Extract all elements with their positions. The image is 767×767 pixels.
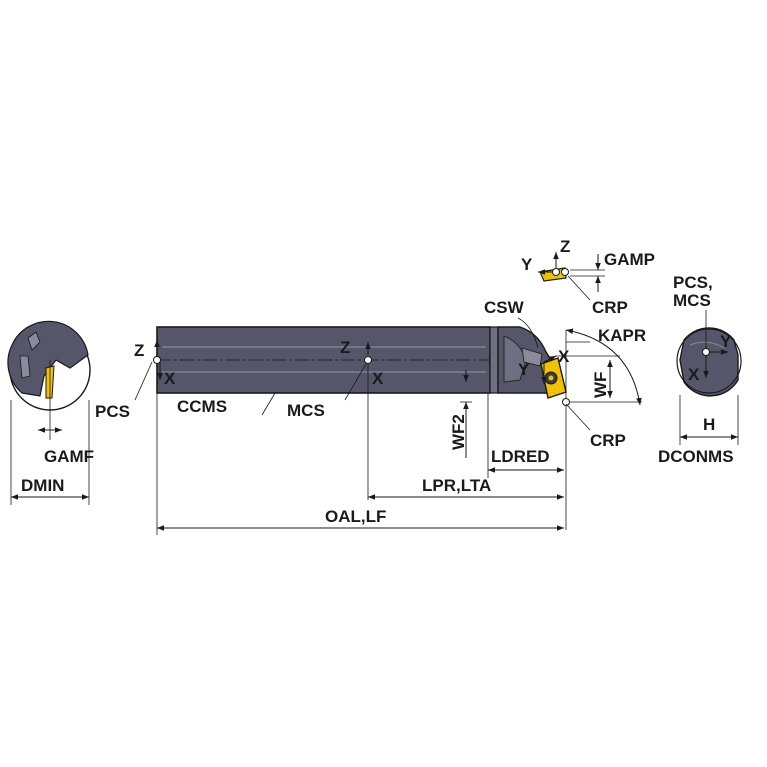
- crp-bottom-label: CRP: [590, 431, 626, 450]
- pcs-mcs-label-2: MCS: [673, 291, 711, 310]
- y-top-label: Y: [521, 255, 533, 274]
- z-left-label: Z: [134, 341, 144, 360]
- coordinate-markers: [134, 340, 372, 500]
- insert-end-detail: [538, 252, 605, 301]
- dconms-label: DCONMS: [658, 447, 734, 466]
- pcs-label: PCS: [95, 402, 130, 421]
- ldred-label: LDRED: [491, 447, 550, 466]
- mcs-label: MCS: [287, 401, 325, 420]
- y-end-label: Y: [720, 332, 732, 351]
- insert-top-view: [540, 357, 567, 399]
- x-left-label: X: [164, 369, 176, 388]
- right-end-view: [676, 310, 742, 445]
- gamf-label: GAMF: [44, 447, 94, 466]
- oal-lf-label: OAL,LF: [325, 507, 386, 526]
- h-label: H: [703, 415, 715, 434]
- left-end-view: [7, 320, 91, 505]
- lpr-lta-label: LPR,LTA: [422, 476, 491, 495]
- head-annotations: [517, 317, 642, 530]
- wf2-label: WF2: [449, 414, 468, 450]
- dimension-lines: [156, 370, 564, 535]
- kapr-label: KAPR: [598, 326, 646, 345]
- x-head-label: X: [558, 347, 570, 366]
- gamp-label: GAMP: [604, 250, 655, 269]
- dmin-label: DMIN: [21, 476, 64, 495]
- ccms-label: CCMS: [177, 397, 227, 416]
- csw-label: CSW: [484, 298, 525, 317]
- boring-bar-body: [156, 326, 557, 394]
- wf-label: WF: [591, 372, 610, 398]
- z-mid-label: Z: [340, 338, 350, 357]
- x-mid-label: X: [372, 369, 384, 388]
- z-top-label: Z: [560, 237, 570, 256]
- y-head-label: Y: [518, 360, 530, 379]
- x-end-label: X: [688, 365, 700, 384]
- crp-top-label: CRP: [592, 298, 628, 317]
- pcs-mcs-label-1: PCS,: [673, 273, 713, 292]
